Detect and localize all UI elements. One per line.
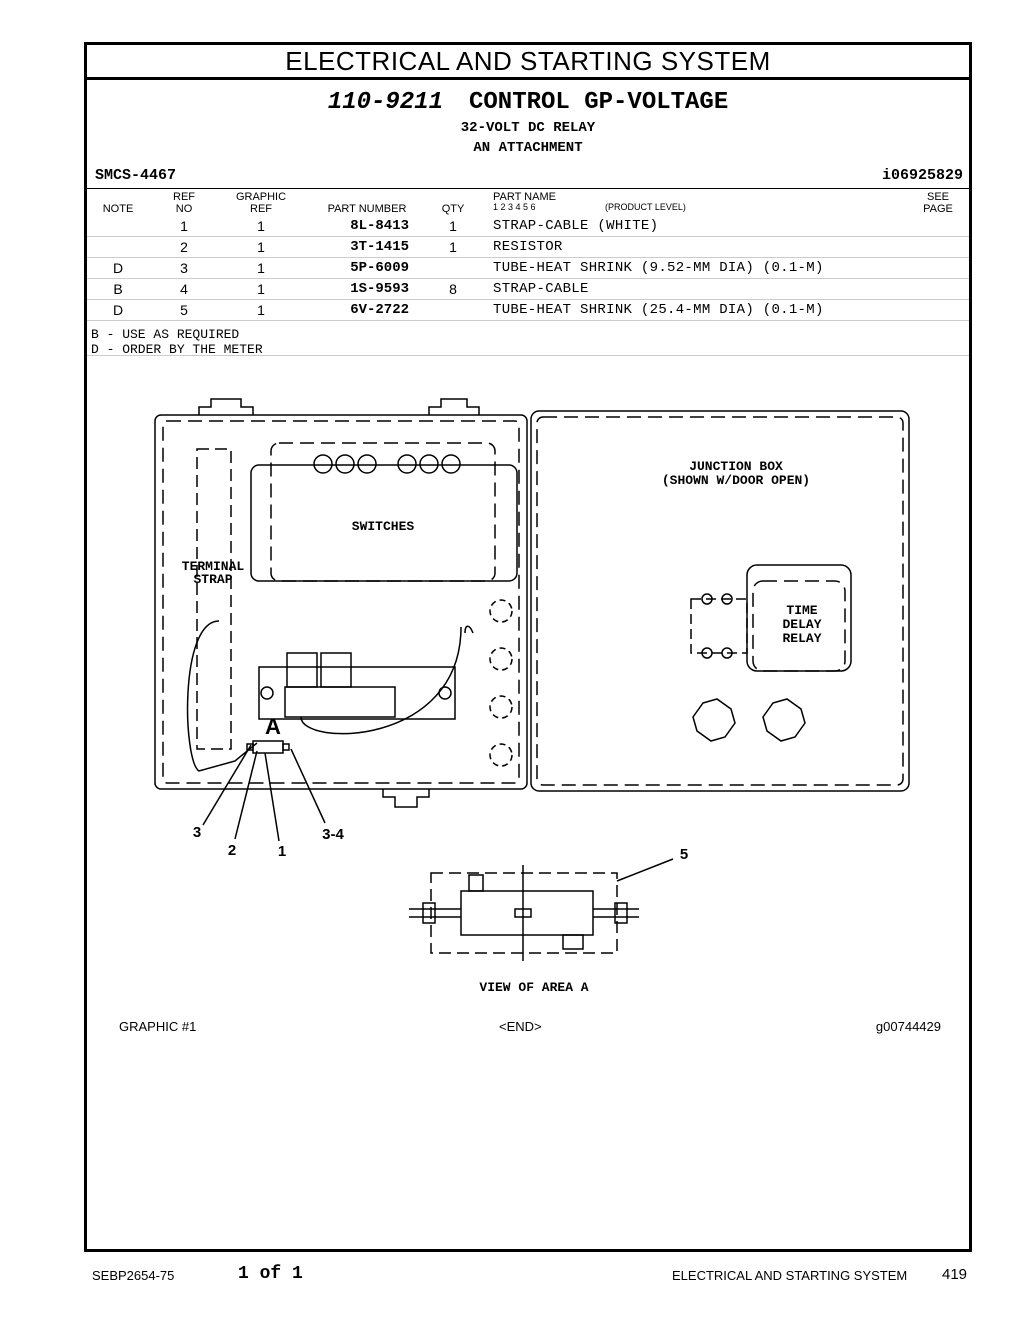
note-d: D - ORDER BY THE METER bbox=[91, 342, 263, 357]
table-row: 2 1 3T-1415 1 RESISTOR bbox=[87, 236, 969, 258]
tdr-label-3: RELAY bbox=[782, 631, 821, 646]
col-note: NOTE bbox=[102, 203, 134, 215]
row-ref: 3 bbox=[180, 260, 188, 276]
table-row: D 3 1 5P-6009 TUBE-HEAT SHRINK (9.52-MM … bbox=[87, 257, 969, 279]
terminal-strap-label-2: STRAP bbox=[193, 572, 232, 587]
view-area-label: VIEW OF AREA A bbox=[479, 980, 588, 995]
col-ref-2: NO bbox=[175, 203, 193, 215]
area-a-label: A bbox=[265, 714, 281, 739]
part-subtitle-1: 32-VOLT DC RELAY bbox=[460, 120, 596, 136]
smcs-code: SMCS-4467 bbox=[95, 167, 177, 184]
graphic-id: g00744429 bbox=[875, 1019, 941, 1034]
row-graphic: 1 bbox=[257, 260, 265, 276]
row-qty: 8 bbox=[449, 281, 457, 297]
row-part-name: RESISTOR bbox=[493, 239, 563, 255]
footer-page-number: 419 bbox=[942, 1266, 968, 1283]
row-ref: 1 bbox=[180, 218, 188, 234]
row-qty: 1 bbox=[449, 239, 457, 255]
callout-3-4: 3-4 bbox=[322, 826, 344, 843]
tdr-label-1: TIME bbox=[786, 603, 817, 618]
notes-divider bbox=[87, 355, 969, 356]
col-see-2: PAGE bbox=[923, 203, 953, 215]
col-see-1: SEE bbox=[926, 191, 949, 203]
section-title: ELECTRICAL AND STARTING SYSTEM bbox=[87, 45, 969, 80]
box-door bbox=[530, 410, 910, 792]
terminal-strap-label-1: TERMINAL bbox=[182, 559, 245, 574]
junction-box-label-2: (SHOWN W/DOOR OPEN) bbox=[662, 473, 810, 488]
part-name-title: CONTROL GP-VOLTAGE bbox=[468, 89, 729, 116]
junction-box-label-1: JUNCTION BOX bbox=[689, 459, 783, 474]
parts-diagram: JUNCTION BOX (SHOWN W/DOOR OPEN) SWITCHE… bbox=[154, 398, 910, 995]
row-graphic: 1 bbox=[257, 302, 265, 318]
table-row: 1 1 8L-8413 1 STRAP-CABLE (WHITE) bbox=[87, 215, 969, 237]
end-label: <END> bbox=[499, 1019, 542, 1034]
col-graphic-2: REF bbox=[250, 203, 272, 215]
part-subtitle-2: AN ATTACHMENT bbox=[473, 140, 583, 156]
row-part-name: TUBE-HEAT SHRINK (9.52-MM DIA) (0.1-M) bbox=[493, 260, 824, 276]
callout-5: 5 bbox=[680, 846, 688, 863]
header-divider bbox=[87, 188, 969, 189]
row-graphic: 1 bbox=[257, 218, 265, 234]
row-graphic: 1 bbox=[257, 281, 265, 297]
row-ref: 2 bbox=[180, 239, 188, 255]
row-note: D bbox=[112, 302, 124, 318]
tdr-label-2: DELAY bbox=[782, 617, 821, 632]
col-ref-1: REF bbox=[173, 191, 195, 203]
row-part-number: 6V-2722 bbox=[350, 302, 409, 318]
document-id: i06925829 bbox=[881, 167, 963, 184]
row-ref: 4 bbox=[180, 281, 188, 297]
callout-1: 1 bbox=[278, 843, 286, 860]
col-part-name: PART NAME bbox=[493, 191, 556, 203]
callout-2: 2 bbox=[228, 842, 236, 859]
page-frame: ELECTRICAL AND STARTING SYSTEM 110-9211 C… bbox=[84, 42, 972, 1252]
row-note: B bbox=[113, 281, 123, 297]
col-levels: 1 2 3 4 5 6 bbox=[493, 202, 536, 212]
box-left-panel bbox=[154, 414, 528, 790]
footer-section: ELECTRICAL AND STARTING SYSTEM bbox=[672, 1268, 908, 1283]
row-part-name: STRAP-CABLE bbox=[493, 281, 589, 297]
col-graphic-1: GRAPHIC bbox=[235, 191, 287, 203]
col-qty: QTY bbox=[441, 203, 465, 215]
row-ref: 5 bbox=[180, 302, 188, 318]
footer-page-of: 1 of 1 bbox=[238, 1264, 303, 1284]
col-part-number: PART NUMBER bbox=[327, 203, 407, 215]
table-row: D 5 1 6V-2722 TUBE-HEAT SHRINK (25.4-MM … bbox=[87, 299, 969, 321]
table-row: B 4 1 1S-9593 8 STRAP-CABLE bbox=[87, 278, 969, 300]
row-part-name: TUBE-HEAT SHRINK (25.4-MM DIA) (0.1-M) bbox=[493, 302, 824, 318]
row-graphic: 1 bbox=[257, 239, 265, 255]
note-b: B - USE AS REQUIRED bbox=[91, 327, 240, 342]
callout-3: 3 bbox=[193, 824, 201, 841]
view-area-a-box bbox=[430, 872, 618, 954]
part-title: 110-9211 CONTROL GP-VOLTAGE bbox=[87, 89, 969, 116]
switches-label: SWITCHES bbox=[352, 519, 415, 534]
row-part-number: 1S-9593 bbox=[350, 281, 409, 297]
terminal-strap-shape bbox=[196, 448, 232, 750]
row-note: D bbox=[112, 260, 124, 276]
row-part-name: STRAP-CABLE (WHITE) bbox=[493, 218, 659, 234]
switches-shape bbox=[270, 442, 496, 582]
row-part-number: 3T-1415 bbox=[350, 239, 409, 255]
col-product-level: (PRODUCT LEVEL) bbox=[605, 202, 686, 212]
footer-doc: SEBP2654-75 bbox=[92, 1268, 175, 1283]
notes: B - USE AS REQUIRED D - ORDER BY THE MET… bbox=[91, 327, 263, 357]
row-qty: 1 bbox=[449, 218, 457, 234]
row-part-number: 8L-8413 bbox=[350, 218, 409, 234]
graphic-label: GRAPHIC #1 bbox=[119, 1019, 197, 1034]
row-part-number: 5P-6009 bbox=[350, 260, 409, 276]
part-number-title: 110-9211 bbox=[327, 89, 443, 116]
